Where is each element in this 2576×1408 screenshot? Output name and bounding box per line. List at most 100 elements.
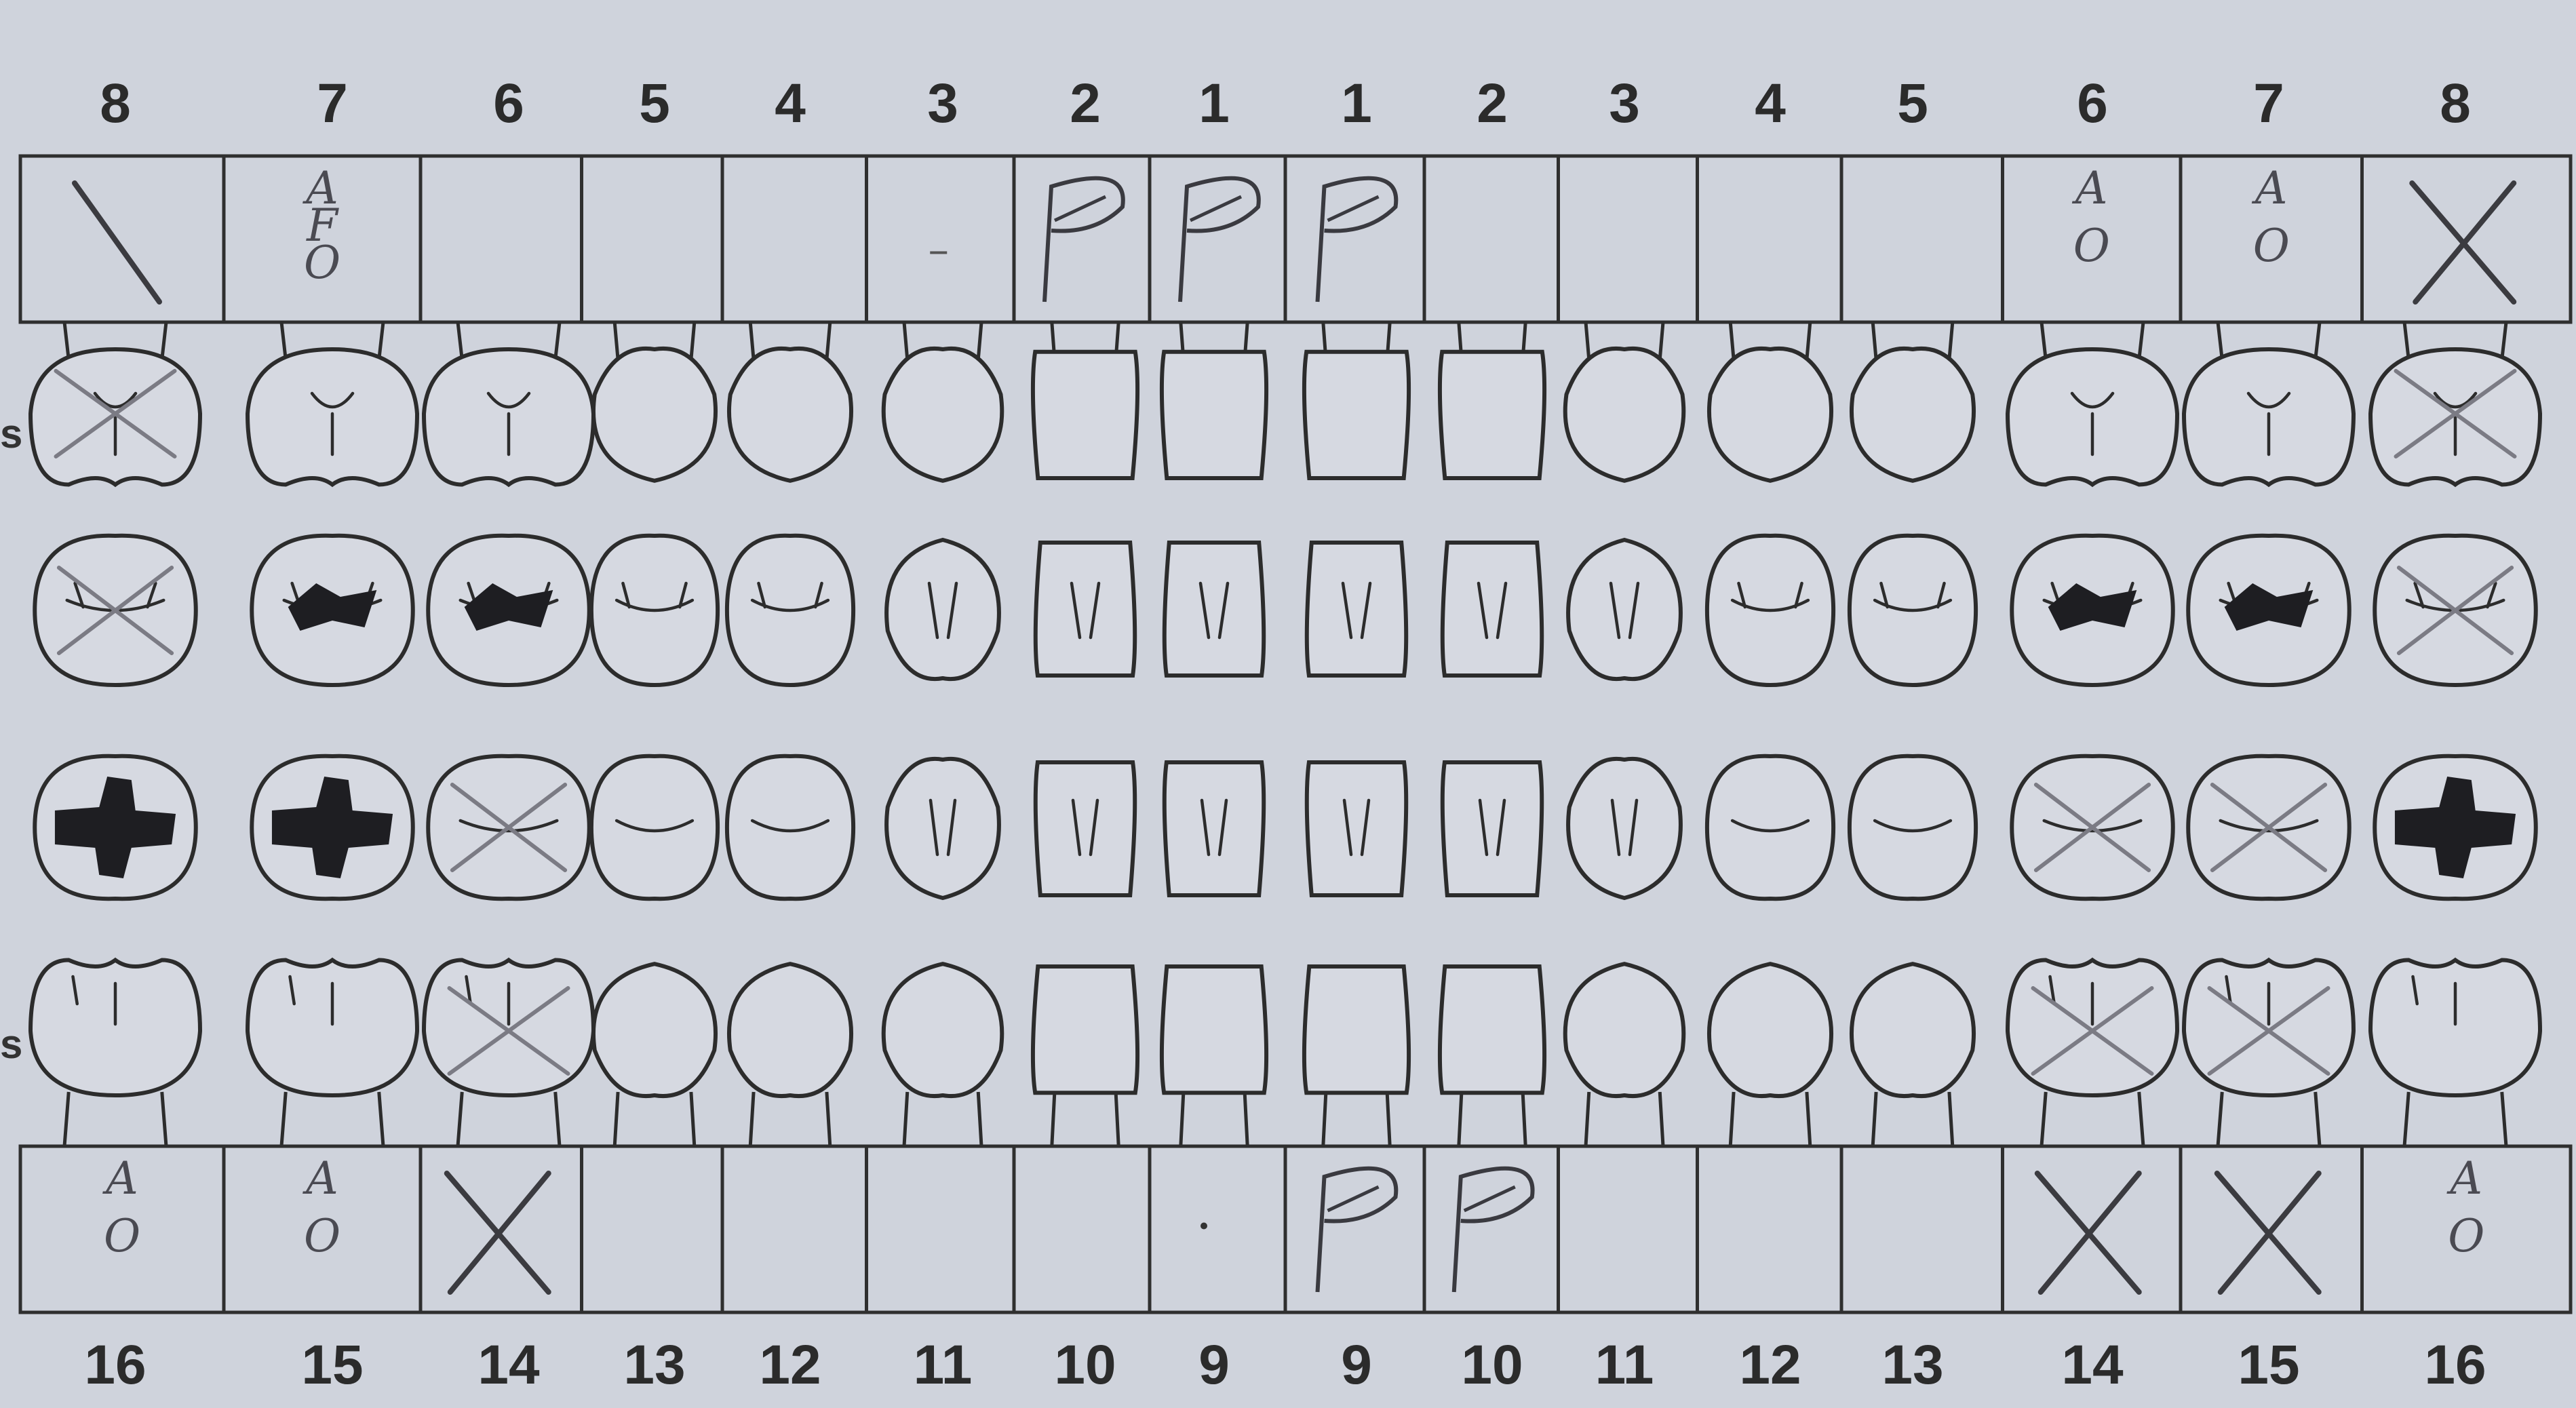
chart-annotation: O bbox=[2253, 220, 2290, 272]
tooth-number-bottom: 15 bbox=[2238, 1334, 2299, 1396]
tooth-number-bottom: 15 bbox=[301, 1334, 363, 1396]
lower-buccal-tooth bbox=[2184, 960, 2354, 1147]
chart-annotation: O bbox=[2448, 1210, 2484, 1262]
tooth-number-bottom: 11 bbox=[914, 1334, 973, 1396]
upper-box: AO bbox=[2003, 156, 2110, 322]
upper-buccal-tooth bbox=[1709, 322, 1831, 481]
tooth-number-bottom: 16 bbox=[2424, 1334, 2486, 1396]
lower-occlusal-tooth bbox=[1307, 762, 1406, 895]
lower-buccal-tooth bbox=[1162, 966, 1266, 1146]
chart-annotation: O bbox=[304, 1210, 340, 1262]
upper-buccal-tooth bbox=[1440, 322, 1544, 478]
upper-occlusal-tooth bbox=[1568, 540, 1681, 679]
lower-box bbox=[2181, 1146, 2319, 1312]
tooth-number-top: 7 bbox=[2253, 73, 2284, 134]
lower-box: AO bbox=[224, 1146, 340, 1312]
upper-box bbox=[1014, 156, 1123, 322]
tooth-number-bottom: 12 bbox=[1739, 1334, 1801, 1396]
upper-buccal-tooth bbox=[2008, 322, 2177, 485]
lower-buccal-tooth bbox=[593, 964, 716, 1146]
upper-buccal-tooth bbox=[1852, 322, 1974, 481]
upper-occlusal-tooth bbox=[727, 536, 853, 685]
chart-annotation: A bbox=[2251, 162, 2288, 214]
tooth-number-top: 8 bbox=[100, 73, 131, 134]
side-label-upper: s bbox=[0, 411, 22, 456]
upper-occlusal-tooth bbox=[252, 536, 413, 685]
upper-buccal-tooth bbox=[593, 322, 716, 481]
upper-buccal-tooth bbox=[2370, 322, 2540, 485]
lower-buccal-tooth bbox=[1565, 964, 1684, 1146]
upper-buccal-tooth bbox=[424, 322, 593, 485]
upper-buccal-tooth bbox=[31, 322, 200, 485]
lower-occlusal-tooth bbox=[886, 759, 999, 898]
tooth-number-bottom: 9 bbox=[1341, 1334, 1372, 1396]
tooth-number-top: 6 bbox=[2077, 73, 2108, 134]
lower-occlusal-tooth bbox=[2188, 756, 2349, 899]
lower-box bbox=[1424, 1146, 1533, 1312]
chart-annotation: O bbox=[104, 1210, 140, 1262]
lower-box-frame bbox=[20, 1146, 2571, 1312]
lower-box: AO bbox=[102, 1152, 140, 1262]
chart-annotation: A bbox=[2446, 1152, 2482, 1205]
lower-buccal-tooth bbox=[729, 964, 851, 1146]
tooth-number-bottom: 9 bbox=[1198, 1334, 1230, 1396]
lower-buccal-tooth bbox=[2008, 960, 2177, 1147]
lower-buccal-tooth bbox=[2370, 960, 2540, 1147]
upper-occlusal-tooth bbox=[1443, 543, 1542, 676]
tooth-number-top: 5 bbox=[639, 73, 670, 134]
tooth-number-bottom: 10 bbox=[1054, 1334, 1116, 1396]
upper-box-frame bbox=[20, 156, 2571, 322]
lower-occlusal-tooth bbox=[1443, 762, 1542, 895]
upper-box: AO bbox=[2181, 156, 2290, 322]
upper-buccal-tooth bbox=[2184, 322, 2354, 485]
lower-box-row: AOAOAO bbox=[20, 1146, 2571, 1312]
upper-buccal-tooth bbox=[884, 322, 1002, 481]
tooth-number-bottom: 11 bbox=[1595, 1334, 1654, 1396]
lower-occlusal-tooth bbox=[1165, 762, 1264, 895]
lower-buccal-tooth bbox=[1440, 966, 1544, 1146]
chart-annotation: A bbox=[302, 1152, 338, 1205]
tooth-number-top: 3 bbox=[1609, 73, 1640, 134]
upper-box bbox=[2362, 156, 2514, 322]
chart-annotation: A bbox=[2071, 162, 2108, 214]
upper-box bbox=[1150, 156, 1259, 322]
tooth-number-bottom: 16 bbox=[84, 1334, 146, 1396]
chart-annotation: O bbox=[2073, 220, 2110, 272]
upper-buccal-tooth bbox=[248, 322, 417, 485]
upper-occlusal-tooth bbox=[428, 536, 589, 685]
upper-occlusal-tooth bbox=[1850, 536, 1976, 685]
lower-buccal-tooth bbox=[1033, 966, 1137, 1146]
upper-occlusal-tooth bbox=[1165, 543, 1264, 676]
upper-occlusal-tooth bbox=[2012, 536, 2173, 685]
lower-buccal-tooth bbox=[248, 960, 417, 1147]
tooth-number-top: 7 bbox=[317, 73, 348, 134]
tooth-number-top: 3 bbox=[927, 73, 958, 134]
lower-buccal-tooth bbox=[1304, 966, 1409, 1146]
lower-occlusal-tooth bbox=[428, 756, 589, 899]
lower-occlusal-tooth bbox=[1036, 762, 1135, 895]
tooth-number-top: 4 bbox=[775, 73, 806, 134]
tooth-number-bottom: 10 bbox=[1461, 1334, 1523, 1396]
tooth-number-top: 2 bbox=[1070, 73, 1101, 134]
upper-buccal-tooth bbox=[1565, 322, 1684, 481]
upper-occlusal-tooth bbox=[1307, 543, 1406, 676]
tooth-number-top: 6 bbox=[493, 73, 524, 134]
teeth-diagram bbox=[31, 322, 2540, 1146]
upper-box bbox=[75, 183, 159, 302]
lower-occlusal-tooth bbox=[1707, 756, 1833, 899]
tooth-number-bottom: 13 bbox=[623, 1334, 685, 1396]
tooth-number-top: 5 bbox=[1897, 73, 1928, 134]
lower-occlusal-tooth bbox=[1568, 759, 1681, 898]
lower-buccal-tooth bbox=[424, 960, 593, 1147]
lower-occlusal-tooth bbox=[591, 756, 718, 899]
side-label-lower: s bbox=[0, 1021, 22, 1067]
upper-buccal-tooth bbox=[1304, 322, 1409, 478]
pontic-mark bbox=[1318, 178, 1397, 302]
upper-buccal-tooth bbox=[1162, 322, 1266, 478]
lower-box: AO bbox=[2362, 1146, 2485, 1312]
upper-occlusal-tooth bbox=[2188, 536, 2349, 685]
pontic-mark bbox=[1318, 1169, 1397, 1292]
